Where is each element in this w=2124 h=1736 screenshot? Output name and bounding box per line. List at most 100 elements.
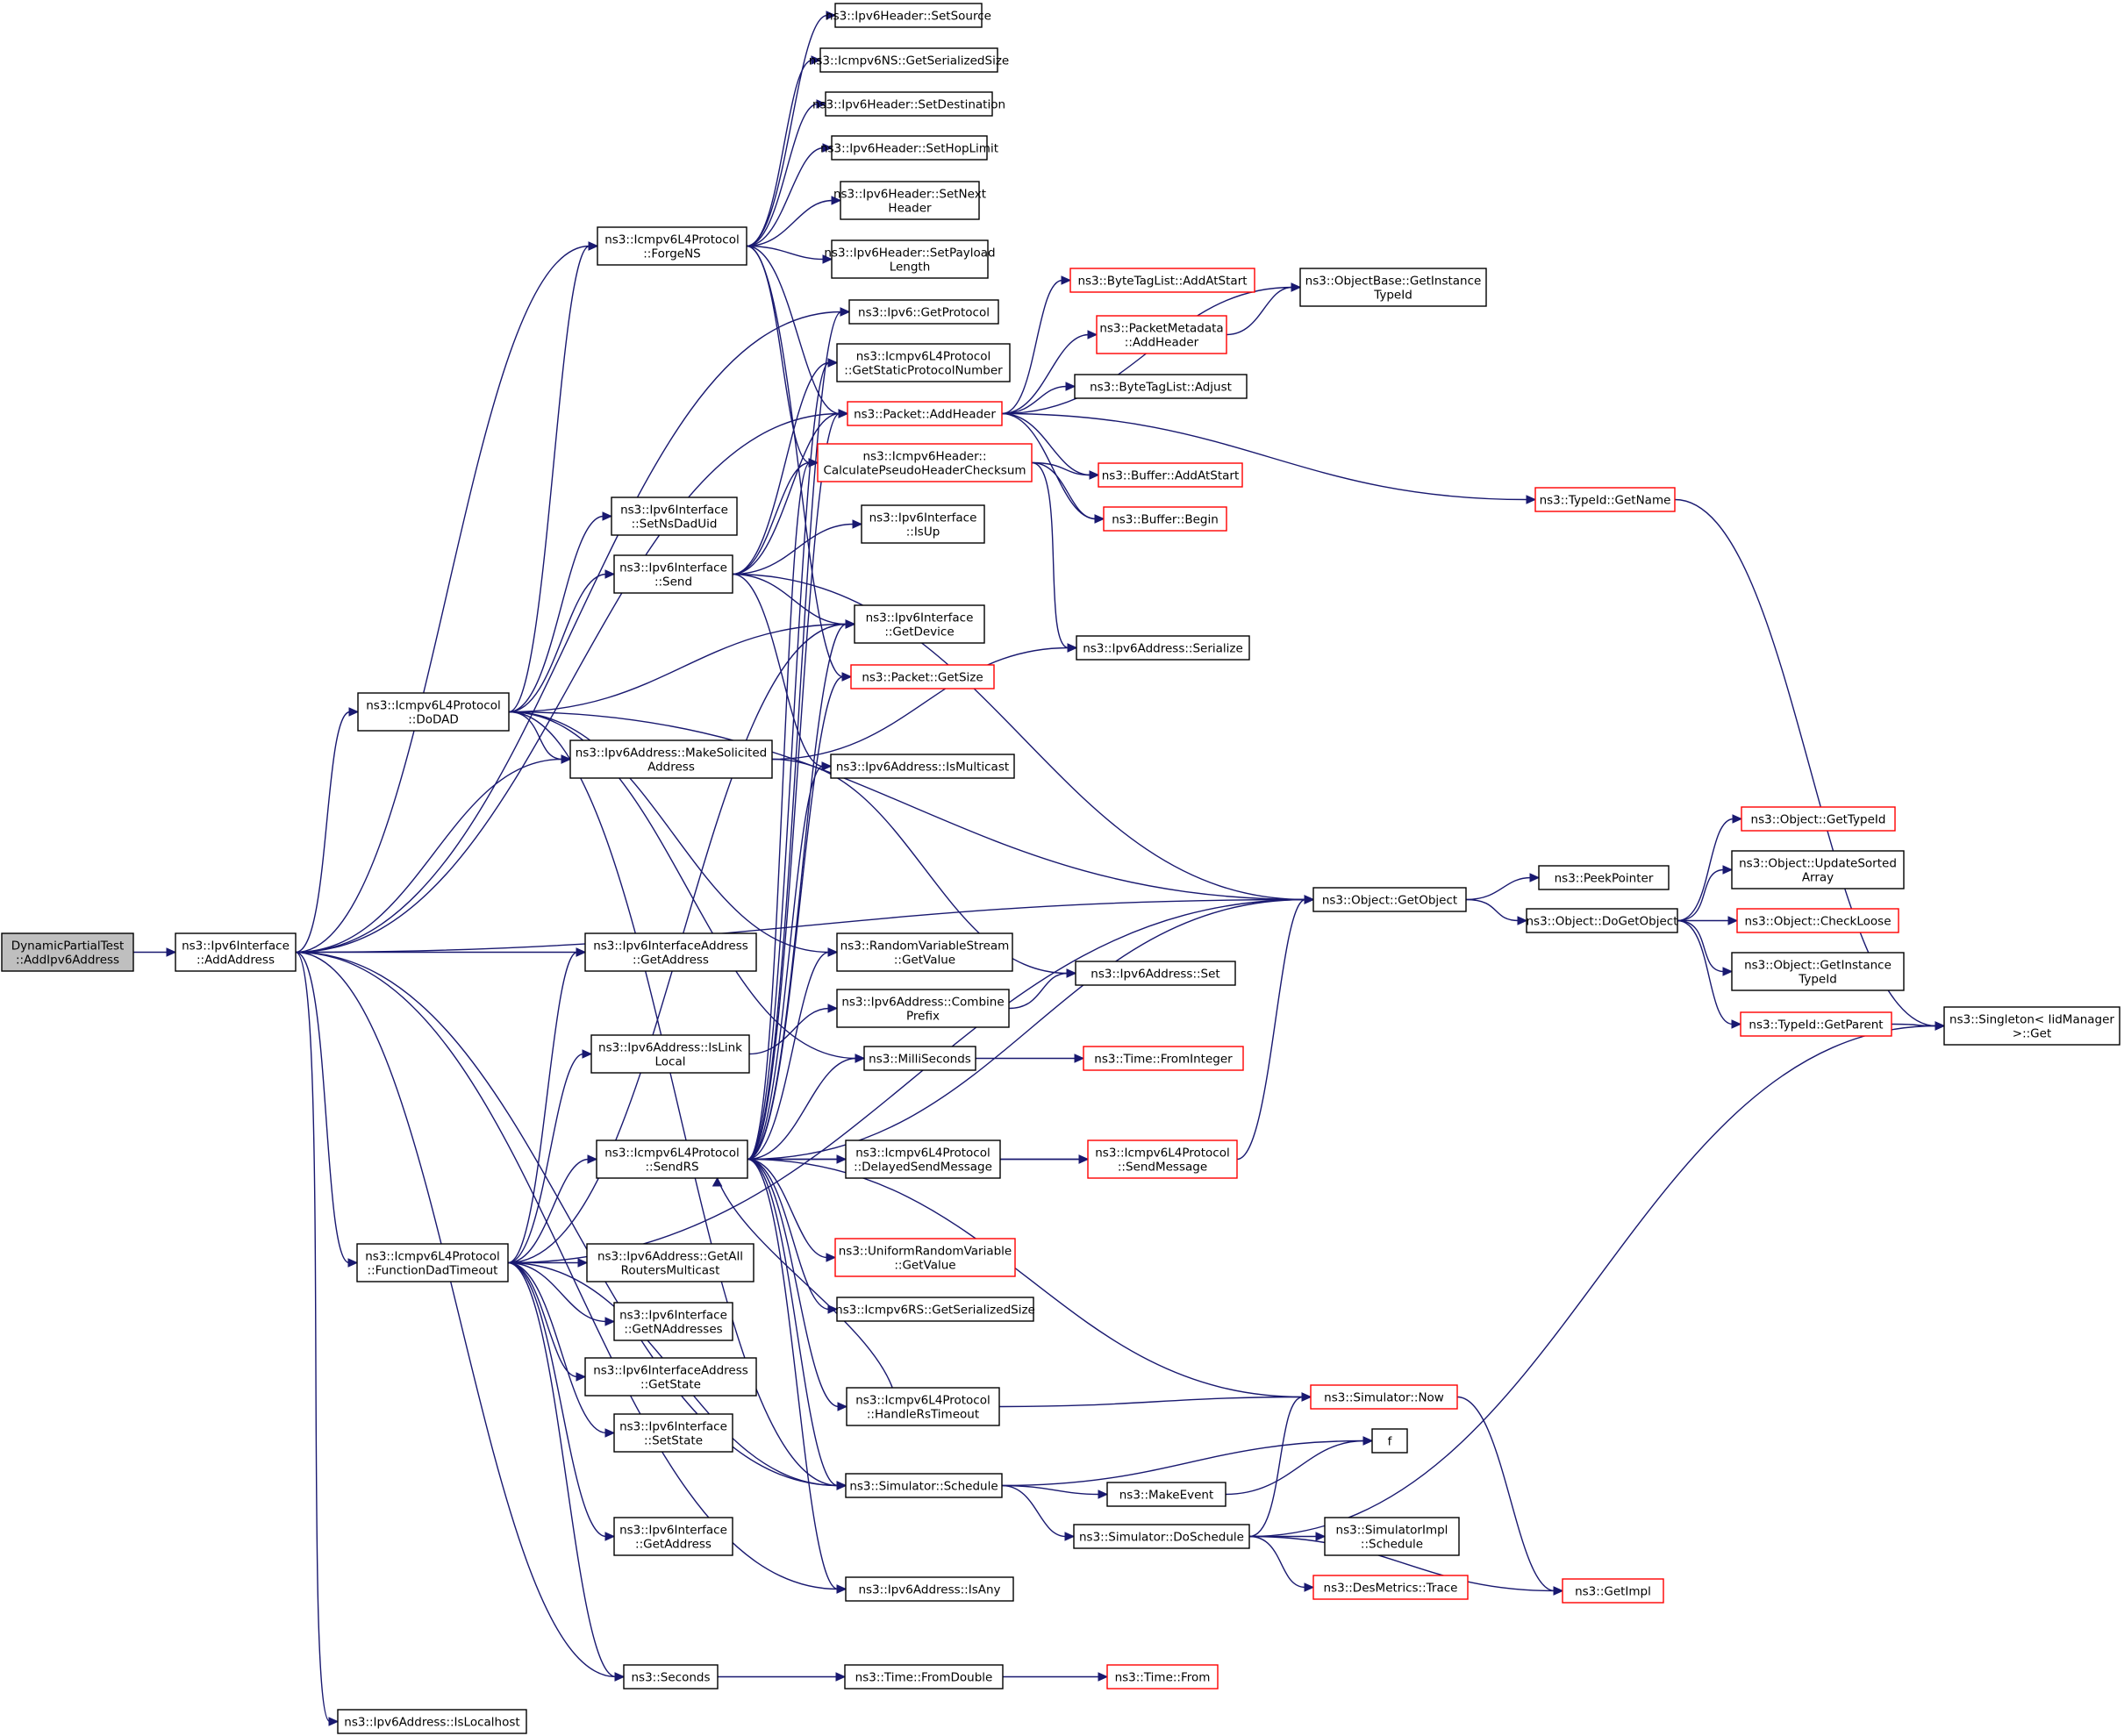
graph-node-pktgetsize[interactable]: ns3::Packet::GetSize xyxy=(850,664,995,689)
edge-dodad-to-rvsgetvalue xyxy=(508,711,830,954)
graph-node-setnsdaduid[interactable]: ns3::Ipv6Interface::SetNsDadUid xyxy=(611,497,738,536)
graph-node-dogetobject[interactable]: ns3::Object::DoGetObject xyxy=(1526,908,1678,933)
node-label-line: ns3::MilliSeconds xyxy=(869,1053,971,1067)
edge-dodad-to-send xyxy=(508,573,607,713)
graph-node-doschedule[interactable]: ns3::Simulator::DoSchedule xyxy=(1073,1524,1250,1549)
graph-node-objgettypeid[interactable]: ns3::Object::GetTypeId xyxy=(1741,806,1896,832)
graph-node-fromint[interactable]: ns3::Time::FromInteger xyxy=(1083,1046,1244,1071)
node-label-line: Address xyxy=(647,761,695,775)
graph-node-getdevice[interactable]: ns3::Ipv6Interface::GetDevice xyxy=(854,604,985,644)
graph-node-ifaddrgetaddr[interactable]: ns3::Ipv6InterfaceAddress::GetAddress xyxy=(584,932,757,972)
graph-node-singletonget[interactable]: ns3::Singleton< IidManager>::Get xyxy=(1943,1006,2120,1046)
graph-node-bytetagaddstart[interactable]: ns3::ByteTagList::AddAtStart xyxy=(1069,268,1255,293)
graph-node-getstatic[interactable]: ns3::Icmpv6L4Protocol::GetStaticProtocol… xyxy=(836,343,1011,382)
graph-node-makeevent[interactable]: ns3::MakeEvent xyxy=(1106,1482,1226,1507)
graph-node-islocalhost[interactable]: ns3::Ipv6Address::IsLocalhost xyxy=(337,1709,527,1734)
graph-node-rvsgetvalue[interactable]: ns3::RandomVariableStream::GetValue xyxy=(836,932,1013,972)
graph-node-desmetrics[interactable]: ns3::DesMetrics::Trace xyxy=(1312,1575,1469,1600)
arrowhead xyxy=(1362,1436,1374,1446)
graph-node-getobject[interactable]: ns3::Object::GetObject xyxy=(1312,887,1467,912)
graph-node-setdest[interactable]: ns3::Ipv6Header::SetDestination xyxy=(812,91,1005,117)
graph-node-fundadtimeout[interactable]: ns3::Icmpv6L4Protocol::FunctionDadTimeou… xyxy=(356,1243,509,1282)
graph-node-handlerstimeout[interactable]: ns3::Icmpv6L4Protocol::HandleRsTimeout xyxy=(846,1387,1000,1426)
edge-pktmetaadd-to-objbaseinst xyxy=(1226,286,1293,336)
graph-node-typeidname[interactable]: ns3::TypeId::GetName xyxy=(1534,487,1676,512)
graph-node-calcpseudo[interactable]: ns3::Icmpv6Header::CalculatePseudoHeader… xyxy=(817,443,1033,482)
graph-node-gettypeparent[interactable]: ns3::TypeId::GetParent xyxy=(1740,1011,1892,1037)
graph-node-setsource[interactable]: ns3::Ipv6Header::SetSource xyxy=(826,3,991,28)
node-label-line: ::SendRS xyxy=(645,1161,698,1175)
edge-doschedule-to-getimpl xyxy=(1248,1535,1555,1592)
graph-node-timefrom[interactable]: ns3::Time::From xyxy=(1106,1664,1219,1690)
arrowhead xyxy=(1094,514,1105,524)
graph-node-milliseconds[interactable]: ns3::MilliSeconds xyxy=(863,1046,976,1071)
arrowhead xyxy=(835,1672,847,1682)
graph-node-ipv6set[interactable]: ns3::Ipv6Address::Set xyxy=(1075,961,1236,986)
edge-islinklocal-to-combineprefix xyxy=(748,1007,830,1055)
graph-node-sendrs[interactable]: ns3::Icmpv6L4Protocol::SendRS xyxy=(596,1139,748,1179)
graph-node-simnow[interactable]: ns3::Simulator::Now xyxy=(1310,1384,1458,1410)
node-label-line: ns3::ByteTagList::Adjust xyxy=(1090,381,1232,395)
graph-node-sethop[interactable]: ns3::Ipv6Header::SetHopLimit xyxy=(820,135,998,161)
graph-node-pktmetaadd[interactable]: ns3::PacketMetadata::AddHeader xyxy=(1096,315,1227,354)
graph-node-f[interactable]: f xyxy=(1371,1428,1408,1454)
graph-node-ifgetaddr[interactable]: ns3::Ipv6Interface::GetAddress xyxy=(613,1517,733,1556)
graph-node-ismulticast[interactable]: ns3::Ipv6Address::IsMulticast xyxy=(830,754,1015,779)
graph-node-addaddr[interactable]: ns3::Ipv6Interface::AddAddress xyxy=(175,932,297,972)
graph-node-root[interactable]: DynamicPartialTest::AddIpv6Address xyxy=(1,932,134,972)
graph-node-seconds[interactable]: ns3::Seconds xyxy=(623,1664,719,1690)
graph-node-checkloose[interactable]: ns3::Object::CheckLoose xyxy=(1736,908,1899,933)
graph-node-send[interactable]: ns3::Ipv6Interface::Send xyxy=(613,554,733,594)
graph-node-getimpl[interactable]: ns3::GetImpl xyxy=(1562,1578,1664,1604)
node-label-line: ns3::Icmpv6L4Protocol xyxy=(856,350,991,364)
graph-node-dodad[interactable]: ns3::Icmpv6L4Protocol::DoDAD xyxy=(357,692,510,732)
graph-node-urvgetvalue[interactable]: ns3::UniformRandomVariable::GetValue xyxy=(834,1238,1016,1277)
node-label-line: ns3::Object::UpdateSorted xyxy=(1739,857,1897,871)
node-label-line: ns3::RandomVariableStream xyxy=(840,939,1010,954)
node-box xyxy=(586,1243,754,1282)
graph-node-addheader[interactable]: ns3::Packet::AddHeader xyxy=(847,401,1003,426)
graph-node-simschedule[interactable]: ns3::Simulator::Schedule xyxy=(845,1473,1003,1498)
graph-node-setstate[interactable]: ns3::Ipv6Interface::SetState xyxy=(613,1413,733,1453)
graph-node-peekpointer[interactable]: ns3::PeekPointer xyxy=(1538,865,1670,890)
arrowhead xyxy=(840,307,851,317)
graph-node-bufaddstart[interactable]: ns3::Buffer::AddAtStart xyxy=(1098,462,1243,488)
graph-node-forgens[interactable]: ns3::Icmpv6L4Protocol::ForgeNS xyxy=(597,226,747,266)
node-box xyxy=(1324,1517,1460,1556)
graph-node-isup[interactable]: ns3::Ipv6Interface::IsUp xyxy=(861,504,985,544)
edge-dogetobject-to-objgettypeid xyxy=(1677,818,1734,922)
node-box xyxy=(1106,1664,1219,1690)
node-box xyxy=(845,1576,1014,1602)
graph-node-ipv6serialize[interactable]: ns3::Ipv6Address::Serialize xyxy=(1076,635,1250,661)
graph-node-getprotocol[interactable]: ns3::Ipv6::GetProtocol xyxy=(848,299,999,325)
graph-node-delayedsend[interactable]: ns3::Icmpv6L4Protocol::DelayedSendMessag… xyxy=(845,1139,1001,1179)
node-box xyxy=(845,1473,1003,1498)
edge-addaddr-to-getobject xyxy=(295,898,1306,954)
graph-node-isany[interactable]: ns3::Ipv6Address::IsAny xyxy=(845,1576,1014,1602)
graph-node-ifaddrgetstate[interactable]: ns3::Ipv6InterfaceAddress::GetState xyxy=(584,1357,757,1397)
graph-node-nsgetser[interactable]: ns3::Icmpv6NS::GetSerializedSize xyxy=(809,47,1009,73)
graph-node-getnaddr[interactable]: ns3::Ipv6Interface::GetNAddresses xyxy=(613,1302,733,1341)
graph-node-bytetagadjust[interactable]: ns3::ByteTagList::Adjust xyxy=(1074,374,1248,399)
arrowhead xyxy=(602,511,613,521)
node-label-line: ::FunctionDadTimeout xyxy=(368,1264,498,1278)
graph-node-rsgetser[interactable]: ns3::Icmpv6RS::GetSerializedSize xyxy=(835,1297,1035,1322)
node-box xyxy=(611,497,738,536)
graph-node-sendmessage[interactable]: ns3::Icmpv6L4Protocol::SendMessage xyxy=(1087,1139,1238,1179)
edge-addaddr-to-fundadtimeout xyxy=(295,951,350,1264)
arrowhead xyxy=(841,672,853,682)
graph-node-bufbegin[interactable]: ns3::Buffer::Begin xyxy=(1103,506,1227,532)
graph-node-fromdouble[interactable]: ns3::Time::FromDouble xyxy=(844,1664,1004,1690)
graph-node-simimplschedule[interactable]: ns3::SimulatorImpl::Schedule xyxy=(1324,1517,1460,1556)
edge-getobject-to-peekpointer xyxy=(1465,876,1532,901)
node-label-line: ::GetValue xyxy=(894,1259,955,1273)
